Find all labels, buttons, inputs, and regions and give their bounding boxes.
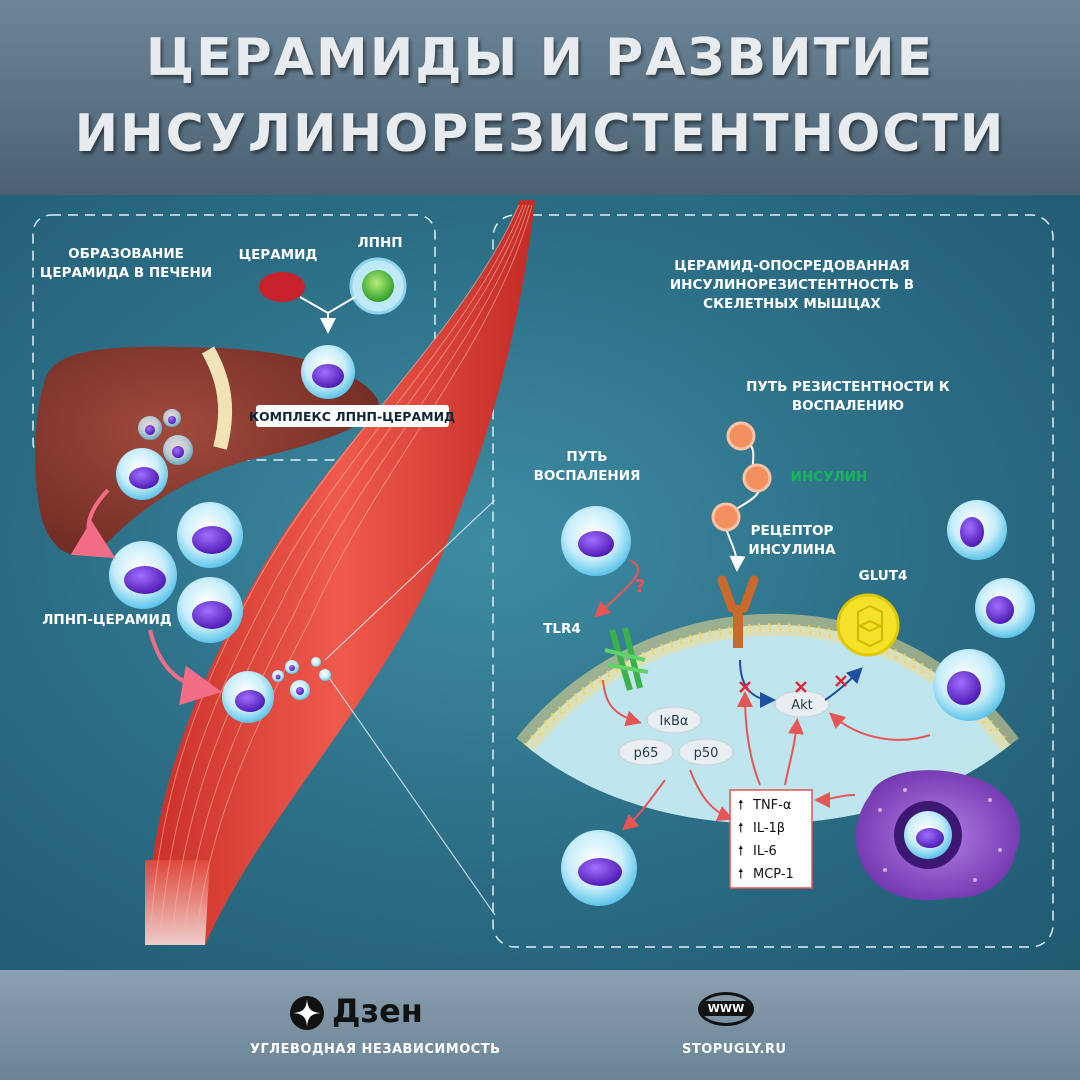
- ceramide-molecule: [259, 272, 305, 302]
- page-title-line1: ЦЕРАМИДЫ И РАЗВИТИЕ: [145, 28, 935, 88]
- muscle-heading-line2: ИНСУЛИНОРЕЗИСТЕНТНОСТЬ В: [670, 277, 914, 293]
- svg-text:🠕: 🠕: [738, 798, 744, 813]
- diagram-area: ОБРАЗОВАНИЕ ЦЕРАМИДА В ПЕЧЕНИ ЦЕРАМИД ЛП…: [0, 195, 1080, 970]
- liver-heading-line2: ЦЕРАМИДА В ПЕЧЕНИ: [40, 265, 212, 281]
- dzen-caption: УГЛЕВОДНАЯ НЕЗАВИСИМОСТЬ: [250, 1042, 501, 1057]
- muscle-panel-frame: [492, 214, 1054, 948]
- page-title-line2: ИНСУЛИНОРЕЗИСТЕНТНОСТИ: [74, 104, 1006, 164]
- muscle-heading-line1: ЦЕРАМИД-ОПОСРЕДОВАННАЯ: [674, 258, 909, 274]
- cytokine-item: MCP-1: [753, 867, 794, 882]
- ikba-label: IκBα: [660, 714, 689, 729]
- resistance-path-line2: ВОСПАЛЕНИЮ: [792, 398, 904, 414]
- resistance-path-line1: ПУТЬ РЕЗИСТЕНТНОСТИ К: [746, 379, 950, 395]
- complex-label: КОМПЛЕКС ЛПНП-ЦЕРАМИД: [249, 409, 455, 424]
- liver-panel-frame: [32, 214, 436, 461]
- ceramide-label: ЦЕРАМИД: [239, 247, 318, 263]
- muscle-heading-line3: СКЕЛЕТНЫХ МЫШЦАХ: [703, 296, 881, 312]
- dzen-logo-icon: [290, 996, 324, 1030]
- cytokine-item: IL-6: [753, 844, 777, 859]
- tlr4-receptor: [604, 627, 649, 691]
- liver-heading-line1: ОБРАЗОВАНИЕ: [68, 246, 184, 262]
- insulin-label: ИНСУЛИН: [791, 469, 868, 485]
- liver-vesicles: [138, 409, 193, 465]
- site-caption: STOPUGLY.RU: [682, 1042, 787, 1057]
- cytokine-box: [729, 789, 813, 889]
- www-icon-text: WWW: [707, 1002, 745, 1015]
- p50-label: p50: [694, 746, 719, 761]
- glut4-transporter: [836, 593, 900, 657]
- liver: [34, 346, 379, 556]
- insulin-molecules: [711, 421, 772, 572]
- ldl-ceramide-complex: [301, 345, 355, 399]
- question-mark: ?: [635, 576, 645, 597]
- circulating-ldl-ceramide: [561, 500, 1035, 906]
- ldl-ceramide-label: ЛПНП-ЦЕРАМИД: [42, 612, 172, 628]
- svg-text:🠕: 🠕: [738, 867, 744, 882]
- inflammation-path-line2: ВОСПАЛЕНИЯ: [534, 468, 641, 484]
- akt-label: Akt: [791, 698, 813, 713]
- receptor-line2: ИНСУЛИНА: [748, 542, 836, 558]
- cytokine-list: 🠕 TNF-α 🠕 IL-1β 🠕 IL-6 🠕 MCP-1: [738, 798, 794, 882]
- skeletal-muscle: [145, 200, 535, 945]
- p65-label: p65: [634, 746, 659, 761]
- svg-text:🠕: 🠕: [738, 821, 744, 836]
- insulin-receptor: [717, 575, 759, 648]
- www-globe-icon: WWW: [698, 992, 754, 1026]
- header-bar: ЦЕРАМИДЫ И РАЗВИТИЕ ИНСУЛИНОРЕЗИСТЕНТНОС…: [0, 0, 1080, 195]
- glut4-label: GLUT4: [859, 568, 908, 584]
- svg-text:🠕: 🠕: [738, 844, 744, 859]
- inflammation-path-line1: ПУТЬ: [566, 449, 607, 465]
- nfkb-complex: [618, 706, 734, 766]
- ldl-label: ЛПНП: [357, 235, 402, 251]
- receptor-line1: РЕЦЕПТОР: [751, 523, 834, 539]
- cytokine-item: TNF-α: [752, 798, 791, 813]
- dzen-logo-text: Дзен: [332, 992, 423, 1030]
- macrophage-cell: [855, 770, 1020, 901]
- tlr4-label: TLR4: [543, 621, 581, 637]
- ldl-ceramide-cells: [109, 448, 331, 723]
- footer-bar: Дзен УГЛЕВОДНАЯ НЕЗАВИСИМОСТЬ WWW STOPUG…: [0, 970, 1080, 1080]
- cytokine-item: IL-1β: [753, 821, 785, 836]
